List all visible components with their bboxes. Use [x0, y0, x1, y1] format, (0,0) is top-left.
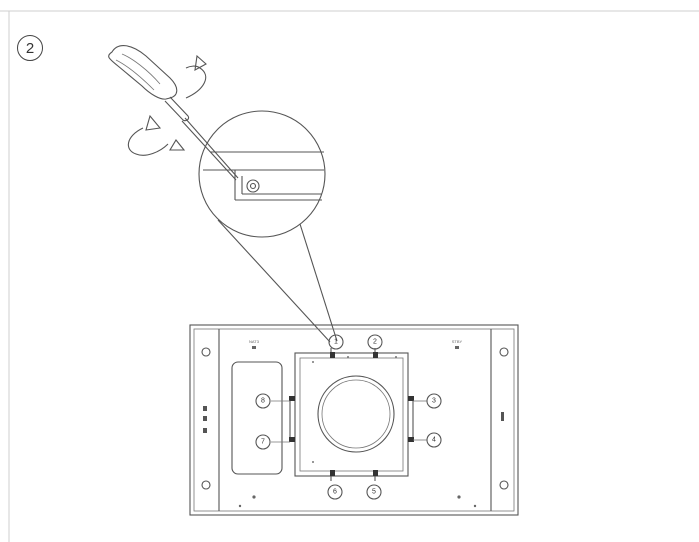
screw-callout-1: 1	[328, 334, 344, 350]
svg-text:8: 8	[261, 398, 265, 405]
screw-callout-2: 2	[367, 334, 383, 350]
svg-text:NAT3: NAT3	[249, 339, 260, 344]
svg-text:5: 5	[372, 489, 376, 496]
magnifier-detail	[198, 110, 338, 343]
screw-callout-7: 7	[255, 434, 271, 450]
screw-callout-5: 5	[366, 484, 382, 500]
svg-text:6: 6	[333, 489, 337, 496]
mounting-plate	[271, 348, 427, 481]
svg-text:STBY: STBY	[452, 339, 463, 344]
svg-text:3: 3	[432, 398, 436, 405]
screw-callout-6: 6	[327, 484, 343, 500]
mounting-panel: NAT3 STBY	[189, 324, 519, 516]
svg-text:2: 2	[373, 339, 377, 346]
svg-text:4: 4	[432, 437, 436, 444]
rotation-arrows-icon	[127, 54, 207, 156]
svg-text:7: 7	[261, 439, 265, 446]
screw-callout-4: 4	[426, 432, 442, 448]
screw-callout-8: 8	[255, 393, 271, 409]
svg-text:1: 1	[334, 339, 338, 346]
screwdriver-icon	[108, 45, 239, 181]
screw-callout-3: 3	[426, 393, 442, 409]
step-number-badge: 2	[17, 35, 43, 61]
